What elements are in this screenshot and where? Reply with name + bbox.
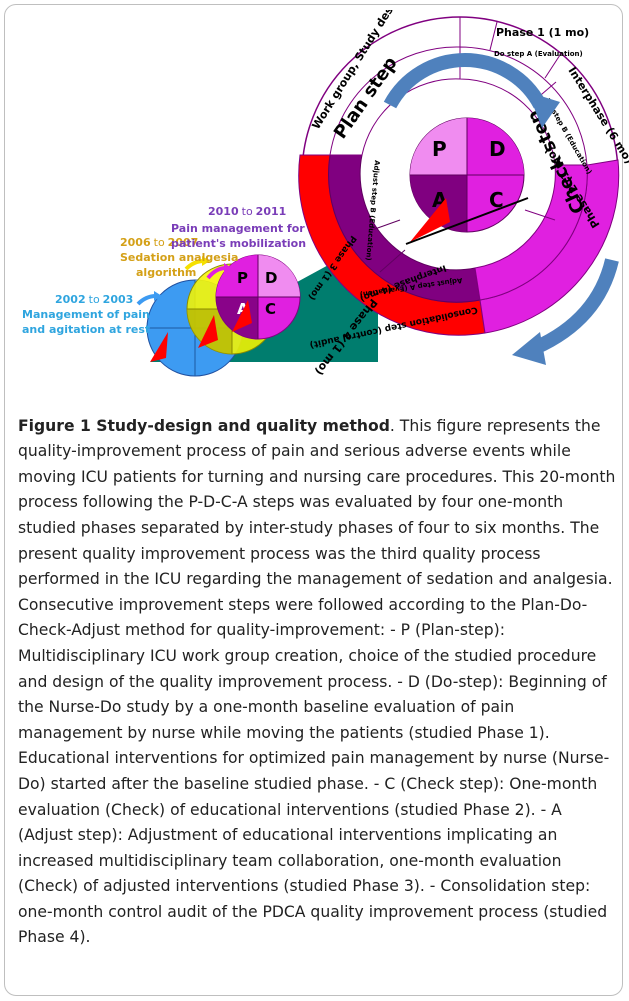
process-2006-line1: Sedation analgesia xyxy=(120,251,238,264)
caption-body: . This figure represents the quality-imp… xyxy=(18,416,616,947)
left-quadrant-d: D xyxy=(265,269,277,287)
wedge-2002 xyxy=(150,332,168,362)
figure-caption: Figure 1 Study-design and quality method… xyxy=(18,414,616,951)
process-2006-line2: algorithm xyxy=(136,266,196,279)
right-quadrant-d: D xyxy=(489,137,506,161)
caption-title: Figure 1 Study-design and quality method xyxy=(18,416,390,435)
left-quadrant-c: C xyxy=(265,300,276,318)
ring-phase1-label: Phase 1 (1 mo) xyxy=(496,26,589,39)
right-quadrant-p: P xyxy=(432,137,447,161)
left-quadrant-p: P xyxy=(237,269,248,287)
pdca-circle-2010: P D A C xyxy=(215,254,301,340)
cycle-arrow-icon xyxy=(383,53,547,109)
right-slope-line xyxy=(405,197,529,245)
process-2010-line2: patient's mobilization xyxy=(171,237,306,250)
ring-do-a-label: Do step A (Evaluation) xyxy=(494,50,583,58)
process-2002-line1: Management of pain xyxy=(22,308,150,321)
process-2010-line1: Pain management for xyxy=(171,222,305,235)
right-quadrant-c: C xyxy=(489,188,504,212)
pdca-center-circle: P D A C xyxy=(409,117,525,233)
arrow-2002-icon xyxy=(136,294,157,306)
continuation-arrow-icon xyxy=(532,258,619,355)
right-wedge xyxy=(410,198,450,242)
process-2002-line2: and agitation at rest xyxy=(22,323,150,336)
wedge-2006 xyxy=(198,315,218,348)
wedge-2010 xyxy=(232,300,252,332)
